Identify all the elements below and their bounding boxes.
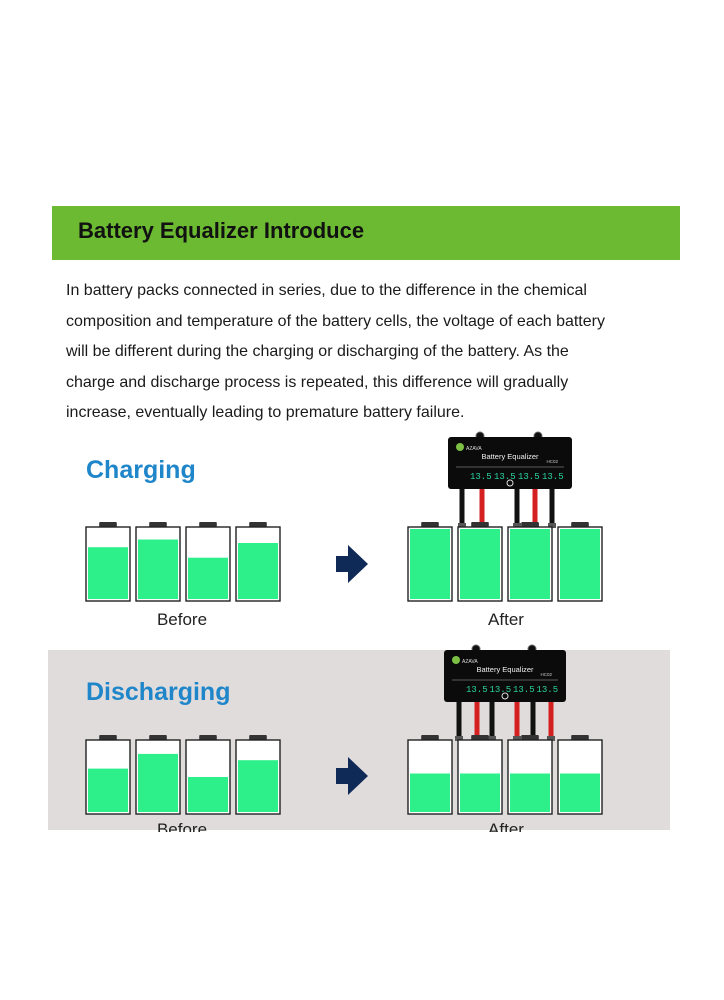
charging-after-battery-3 — [507, 522, 553, 602]
device-label: Battery Equalizer — [476, 665, 534, 674]
discharging-after-label: After — [488, 820, 524, 832]
battery-fill — [238, 760, 278, 812]
voltage-readout: 13.5 — [470, 472, 492, 482]
device-label: Battery Equalizer — [481, 452, 539, 461]
wire-connector — [548, 523, 556, 528]
wire — [530, 700, 536, 740]
charging-before-battery-3 — [185, 522, 231, 602]
charging-before-battery-4 — [235, 522, 281, 602]
title-banner: Battery Equalizer Introduce — [52, 206, 680, 260]
discharging-after-battery-1 — [407, 735, 453, 815]
intro-line: charge and discharge process is repeated… — [66, 373, 569, 391]
discharging-after-battery-2 — [457, 735, 503, 815]
voltage-readout: 13.5 — [542, 472, 564, 482]
discharging-after-battery-3 — [507, 735, 553, 815]
charging-after-battery-1 — [407, 522, 453, 602]
battery-fill — [138, 753, 178, 812]
voltage-readout: 13.5 — [490, 685, 512, 695]
battery-fill — [238, 543, 278, 599]
wire — [514, 488, 520, 527]
discharging-before-battery-1 — [85, 735, 131, 815]
wire — [474, 700, 480, 740]
battery-fill — [88, 768, 128, 812]
charging-after-battery-4 — [557, 522, 603, 602]
brand-logo-icon — [452, 656, 460, 664]
discharging-before-battery-3 — [185, 735, 231, 815]
voltage-readout: 13.5 — [494, 472, 516, 482]
voltage-readout: 13.5 — [518, 472, 540, 482]
device-model: HC02 — [540, 672, 552, 677]
charging-title: Charging — [86, 456, 196, 484]
wire — [548, 700, 554, 740]
wire — [514, 700, 520, 740]
wire-connector — [488, 736, 496, 741]
battery-fill — [88, 547, 128, 599]
discharging-title: Discharging — [86, 678, 231, 706]
battery-fill — [460, 529, 500, 599]
wire — [549, 488, 555, 527]
voltage-readout: 13.5 — [537, 685, 559, 695]
charging-after-battery-2 — [457, 522, 503, 602]
device-body — [444, 650, 566, 702]
wire — [456, 700, 462, 740]
device-divider — [456, 466, 564, 468]
wire-connector — [513, 523, 521, 528]
wire — [489, 700, 495, 740]
power-icon — [506, 479, 514, 487]
battery-fill — [510, 773, 550, 812]
brand-logo-icon — [456, 443, 464, 451]
voltage-readout: 13.5 — [466, 685, 488, 695]
wire-connector — [455, 736, 463, 741]
charging-after-label: After — [488, 610, 524, 629]
battery-fill — [560, 773, 600, 812]
battery-fill — [460, 773, 500, 812]
device-body — [448, 437, 572, 489]
wire — [532, 488, 538, 527]
intro-line: In battery packs connected in series, du… — [66, 282, 587, 299]
wire — [459, 488, 465, 527]
page-title: Battery Equalizer Introduce — [78, 218, 365, 243]
discharging-before-label: Before — [156, 820, 208, 832]
device-model: HC02 — [546, 459, 558, 464]
power-icon — [501, 692, 509, 700]
battery-fill — [510, 529, 550, 599]
discharging-before-battery-4 — [235, 735, 281, 815]
device-divider — [452, 679, 558, 681]
charging-before-label: Before — [156, 610, 208, 629]
intro-line: increase, eventually leading to prematur… — [66, 404, 465, 421]
intro-paragraph: In battery packs connected in series, du… — [66, 276, 696, 429]
wire-connector — [458, 523, 466, 528]
wire-connector — [513, 736, 521, 741]
device-brand: AZAVA — [466, 446, 482, 452]
discharging-arrow-icon — [336, 757, 368, 795]
battery-fill — [188, 557, 228, 599]
charging-before-battery-1 — [85, 522, 131, 602]
battery-fill — [138, 539, 178, 599]
intro-line: will be different during the charging or… — [66, 343, 569, 360]
wire-connector — [547, 736, 555, 741]
battery-fill — [188, 777, 228, 812]
device-brand: AZAVA — [462, 659, 478, 665]
voltage-readout: 13.5 — [513, 685, 535, 695]
intro-line: composition and temperature of the batte… — [66, 312, 605, 330]
discharging-before-battery-2 — [135, 735, 181, 815]
battery-fill — [560, 529, 600, 599]
wire — [479, 488, 485, 527]
battery-fill — [410, 529, 450, 599]
charging-before-battery-2 — [135, 522, 181, 602]
discharging-after-battery-4 — [557, 735, 603, 815]
cropped-captions: Before After — [48, 820, 670, 832]
discharging-wires — [455, 700, 555, 741]
battery-fill — [410, 773, 450, 812]
charging-arrow-icon — [336, 545, 368, 583]
